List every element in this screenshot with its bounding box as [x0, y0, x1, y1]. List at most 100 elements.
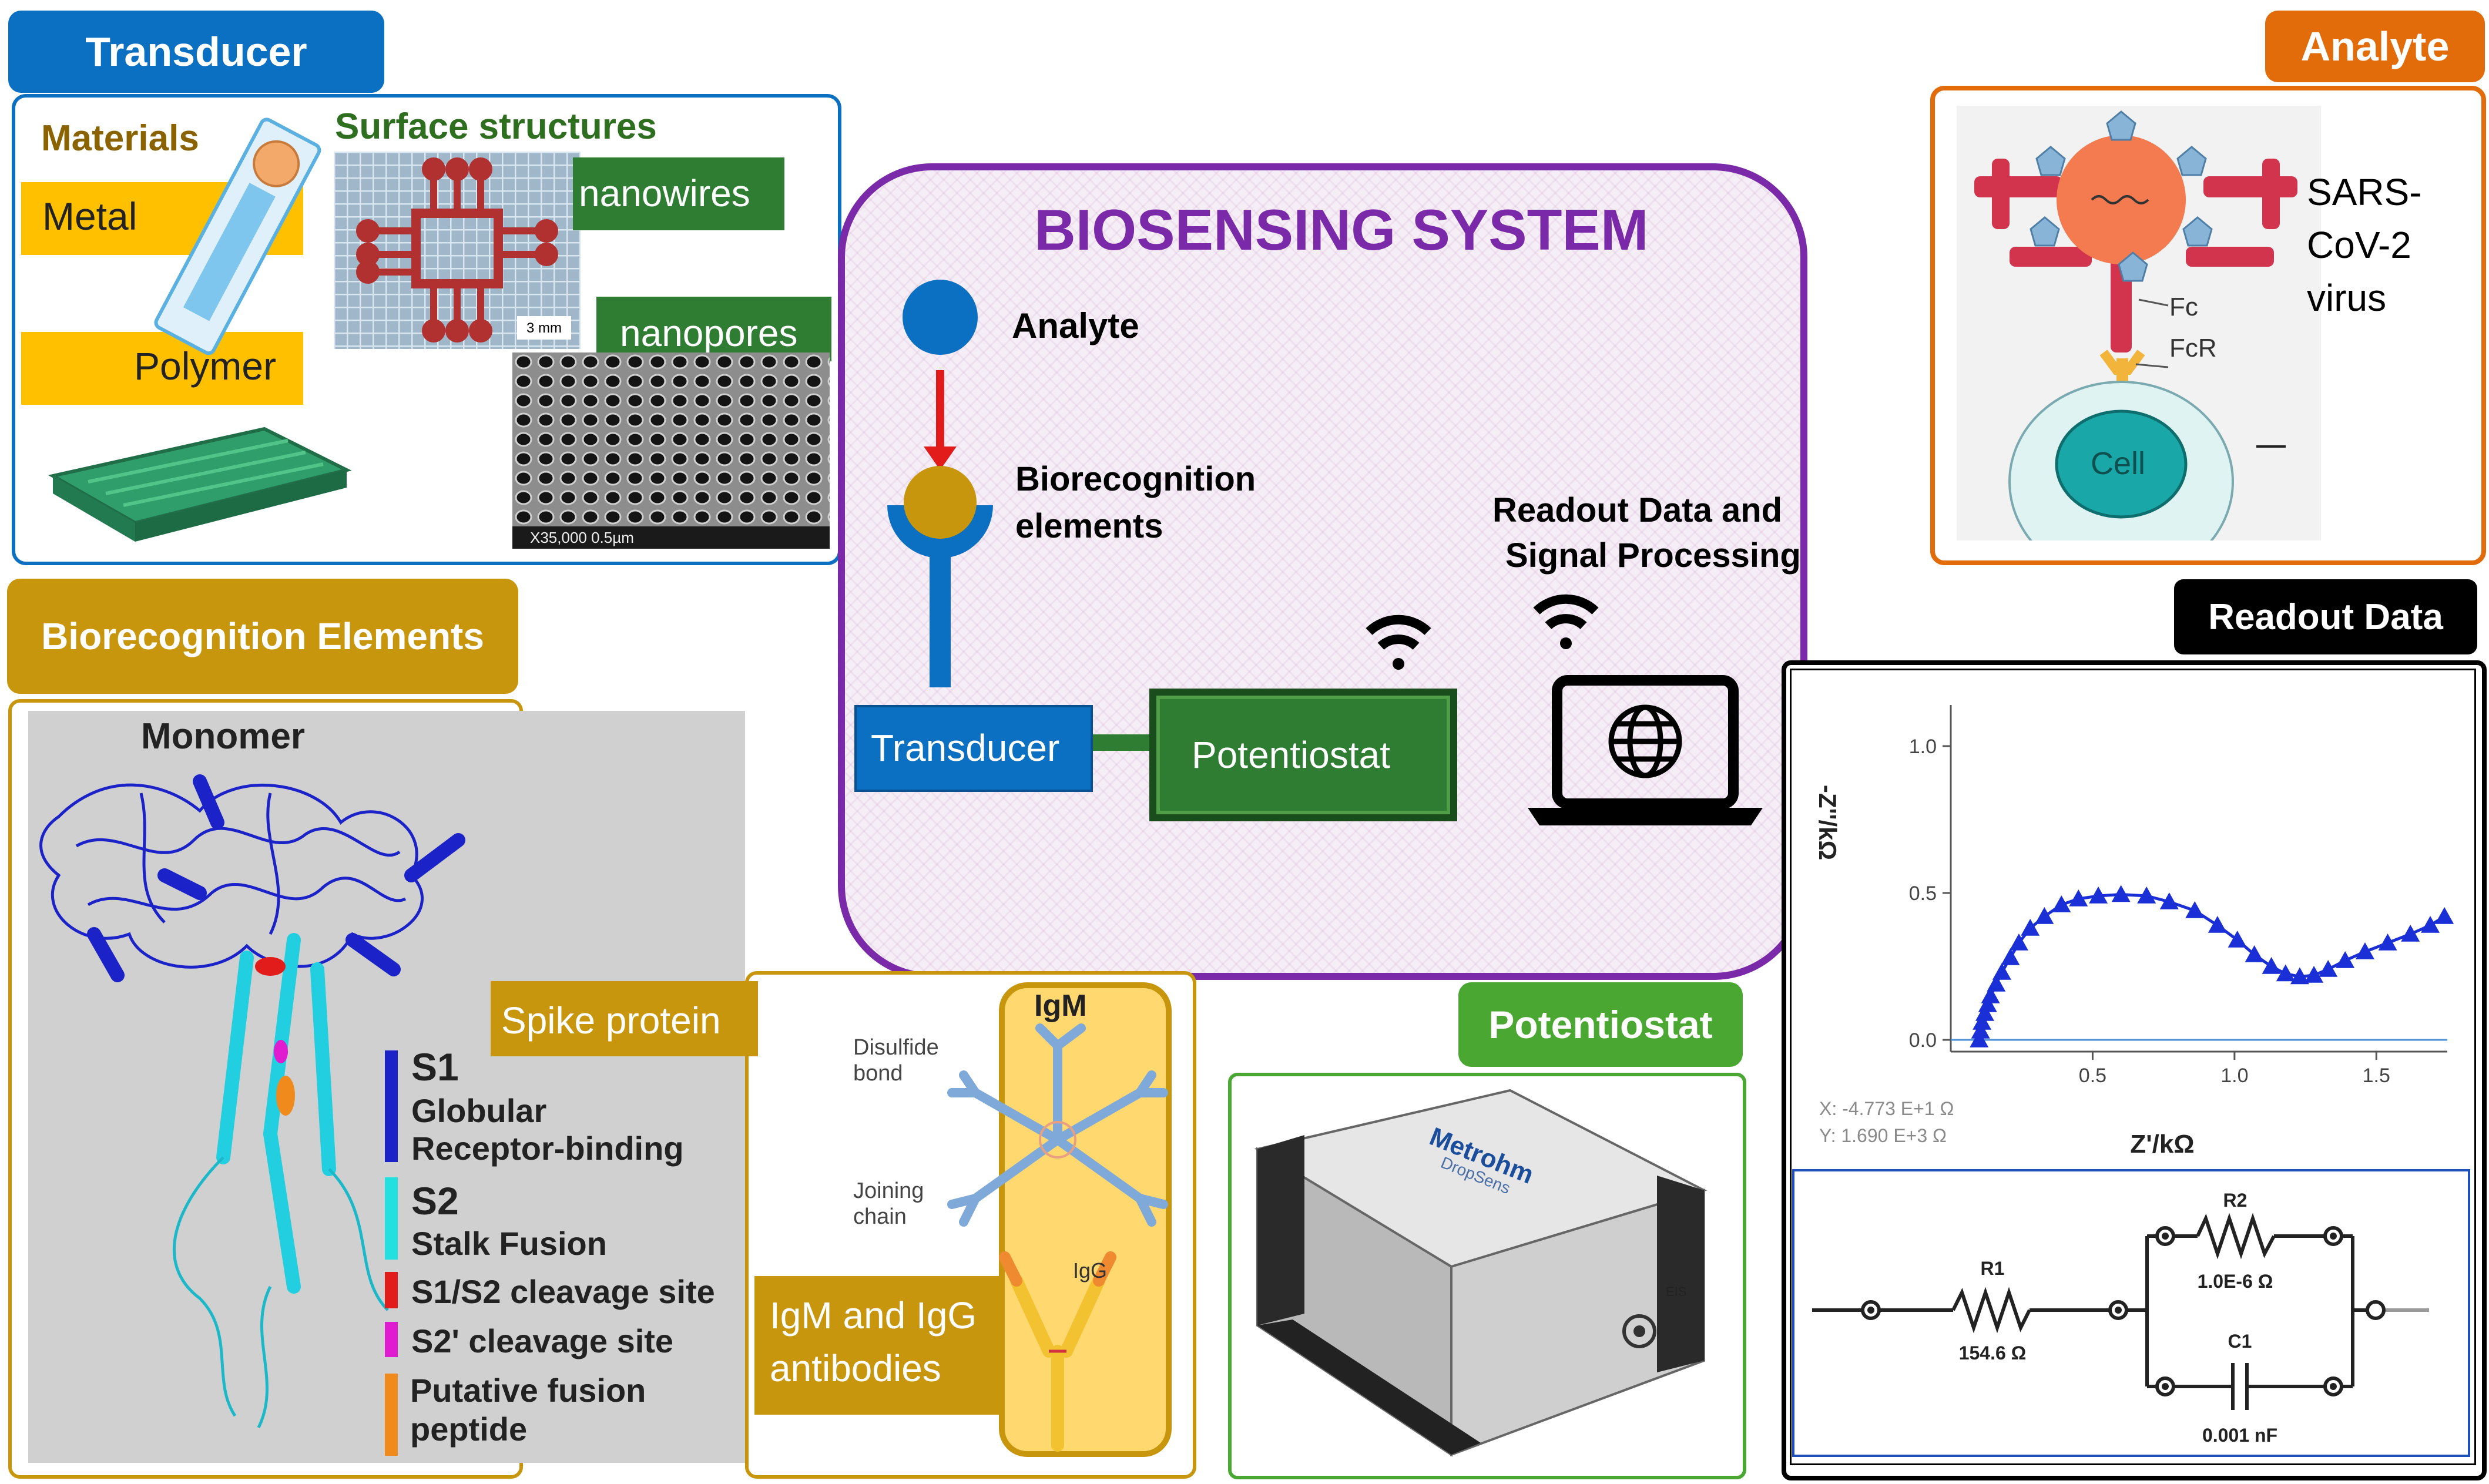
fusion-label-line2: peptide — [410, 1411, 528, 1448]
fusion-label-line1: Putative fusion — [410, 1372, 646, 1409]
data-point — [2009, 934, 2028, 951]
surface-structures-label: Surface structures — [335, 106, 657, 147]
nanowires-box — [573, 157, 784, 230]
data-point — [2021, 919, 2040, 936]
igm-igg-image — [947, 1023, 1168, 1452]
igg-label: IgG — [1073, 1258, 1108, 1282]
x-tick-label: 1.0 — [2220, 1065, 2248, 1087]
r1-value: 154.6 Ω — [1959, 1342, 2027, 1364]
biorecognition-circle-icon — [904, 466, 977, 539]
cleavage2-label: S2' cleavage site — [411, 1322, 674, 1359]
s2-swatch — [385, 1177, 398, 1260]
y-tick-label: 1.0 — [1909, 736, 1937, 758]
data-point — [2435, 907, 2454, 924]
analyte-circle-icon — [903, 280, 978, 355]
c1-value: 0.001 nF — [2202, 1425, 2277, 1446]
fc-label: Fc — [2169, 293, 2198, 321]
x-tick-label: 1.5 — [2363, 1065, 2390, 1087]
data-point — [2185, 901, 2205, 918]
spike-protein-box — [491, 981, 758, 1056]
data-point — [1978, 995, 1997, 1012]
cleavage2-swatch — [385, 1322, 398, 1357]
s1-label: S1 — [411, 1045, 459, 1089]
cursor-x-readout: X: -4.773 E+1 Ω — [1819, 1098, 1954, 1119]
data-point — [2208, 916, 2227, 933]
equivalent-circuit: R1 154.6 Ω R2 1.0E-6 Ω C1 0.001 nF — [1812, 1190, 2429, 1446]
data-point — [1975, 1004, 1994, 1021]
data-point — [2245, 945, 2264, 962]
nanopores-box — [596, 297, 831, 361]
data-point — [2228, 931, 2247, 948]
potentiostat-block — [1149, 689, 1457, 821]
igm-igg-panel — [999, 982, 1172, 1457]
globe-icon — [1608, 704, 1682, 778]
virus-label-line2: CoV-2 — [2307, 224, 2411, 266]
potentiostat-device-image: Metrohm DropSens EIS — [1254, 1089, 1708, 1457]
wifi-icon-laptop — [1533, 594, 1599, 649]
nanopores-label: nanopores — [620, 312, 798, 354]
data-point — [1973, 1013, 1992, 1030]
fusion-swatch — [385, 1374, 398, 1456]
transducer-block — [854, 705, 1093, 792]
data-point — [2052, 895, 2071, 912]
cleavage1-swatch — [385, 1272, 398, 1308]
data-point — [2262, 957, 2281, 974]
device-port-label: EIS — [1666, 1284, 1686, 1299]
data-point — [1987, 975, 2006, 992]
data-point — [1971, 1022, 1990, 1039]
r1-label: R1 — [1981, 1258, 2005, 1279]
spike-protein-label: Spike protein — [501, 999, 721, 1042]
fcr-label: FcR — [2169, 334, 2217, 362]
data-point — [2069, 889, 2088, 906]
r2-value: 1.0E-6 Ω — [2198, 1271, 2273, 1292]
x-axis-label: Z'/kΩ — [2130, 1130, 2194, 1159]
transducer-header: Transducer — [8, 11, 384, 93]
biorecognition-header: Biorecognition Elements — [7, 579, 518, 694]
biosensing-diagram — [887, 280, 1763, 825]
data-point — [2035, 907, 2054, 924]
s2-label: S2 — [411, 1179, 459, 1223]
monomer-label: Monomer — [141, 716, 305, 757]
circuit-panel — [1792, 1169, 2470, 1457]
data-point — [2137, 887, 2156, 904]
data-point — [2336, 951, 2355, 968]
x-tick-label: 0.5 — [2079, 1065, 2106, 1087]
joining-label-line1: Joining — [853, 1179, 924, 1203]
metal-label: Metal — [42, 194, 137, 238]
data-point — [1970, 1030, 1989, 1047]
biosensing-system-frame — [838, 163, 1807, 980]
c1-label: C1 — [2228, 1331, 2252, 1352]
virus-cell-image — [1957, 106, 2321, 540]
chart-axes: 0.5 1.0 1.5 0.0 0.5 1.0 — [1909, 705, 2447, 1087]
nanowires-label: nanowires — [579, 172, 750, 214]
data-point — [2276, 964, 2295, 982]
data-point — [2159, 892, 2179, 909]
spike-protein-structure-image — [39, 774, 465, 1429]
y-tick-label: 0.5 — [1909, 882, 1937, 905]
readout-label-line2: Signal Processing — [1505, 536, 1801, 575]
igm-label: IgM — [1034, 989, 1087, 1023]
nanopores-sem-image: X35,000 0.5µm — [512, 352, 830, 549]
data-point — [2089, 887, 2108, 904]
nanowires-image: 3 mm — [334, 152, 581, 349]
readout-header: Readout Data — [2174, 579, 2477, 654]
data-point — [1981, 986, 2000, 1003]
materials-label: Materials — [41, 118, 199, 159]
data-point — [2111, 885, 2131, 902]
data-point — [2319, 960, 2338, 977]
analyte-header: Analyte — [2265, 11, 2485, 82]
laptop-icon — [1528, 675, 1763, 825]
s2-desc: Stalk Fusion — [411, 1225, 607, 1262]
biorecognition-label-line2: elements — [1015, 507, 1163, 545]
readout-inner-frame — [1790, 669, 2476, 1465]
y-tick-label: 0.0 — [1909, 1029, 1937, 1052]
s1-desc-line2: Receptor-binding — [411, 1130, 684, 1167]
virus-label-line3: virus — [2307, 277, 2387, 319]
data-point — [2001, 948, 2020, 965]
s1-swatch — [385, 1050, 398, 1162]
joining-label-line2: chain — [853, 1204, 907, 1229]
metal-electrode-image — [154, 117, 321, 355]
biorecognition-label-line1: Biorecognition — [1015, 460, 1256, 498]
disulfide-label-line1: Disulfide — [853, 1035, 939, 1060]
